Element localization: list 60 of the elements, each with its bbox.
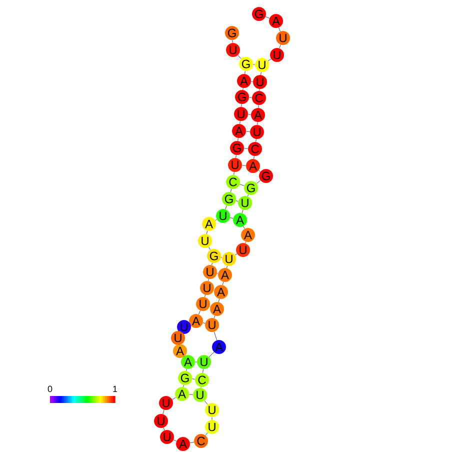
backbone-line [238,55,242,59]
backbone-line [208,278,209,282]
backbone-line [260,72,262,76]
backbone-line [198,310,200,315]
backbone-line [222,282,224,286]
backbone-line [186,368,187,372]
backbone-line [279,44,281,48]
base-pair-line [240,184,244,186]
backbone-line [180,331,182,334]
backbone-line [206,230,208,234]
base-pair-line [242,165,246,166]
backbone-line [183,384,184,388]
backbone-line [218,298,220,302]
backbone-line [241,104,242,108]
backbone-line [265,16,270,18]
base-pair-line [236,200,238,202]
base-pair-line [246,131,250,132]
backbone-line [178,344,180,346]
backbone-line [204,400,208,405]
backbone-line [208,352,214,358]
base-pair-line [244,148,248,149]
backbone-line [202,368,204,374]
backbone-line [247,194,249,197]
backbone-line [257,122,258,126]
backbone-line [204,294,206,298]
base-pair-line [192,378,196,380]
base-pair-line [188,394,194,395]
backbone-line [230,188,232,192]
backbone-line [226,266,228,268]
backbone-line [234,254,238,256]
backbone-line [278,27,281,32]
backbone-line [214,316,216,318]
backbone-line [162,410,164,414]
backbone-line [258,104,259,108]
backbone-line [242,210,244,214]
backbone-line [244,70,246,74]
backbone-line [172,397,176,400]
backbone-line [225,206,227,210]
base-pair-line [230,217,234,219]
scale-label: 0 [48,386,52,392]
base-pair-line [248,114,252,115]
backbone-line [214,332,218,340]
base-pair-line [248,97,252,98]
backbone-line [232,40,233,44]
base-pair-line [202,322,206,324]
backbone-line [205,432,208,436]
backbone-line [259,88,260,92]
base-pair-line [252,64,256,65]
scale-label: 1 [113,386,118,392]
backbone-line [256,180,261,184]
base-pair-line [250,81,254,82]
backbone-line [243,226,245,229]
backbone-line [268,58,272,62]
backbone-line [258,170,261,172]
backbone-line [163,428,165,431]
backbone-line [242,88,244,90]
backbone-line [173,440,177,442]
backbone-line [208,246,211,250]
backbone-line [215,219,217,221]
backbone-line [190,442,194,444]
